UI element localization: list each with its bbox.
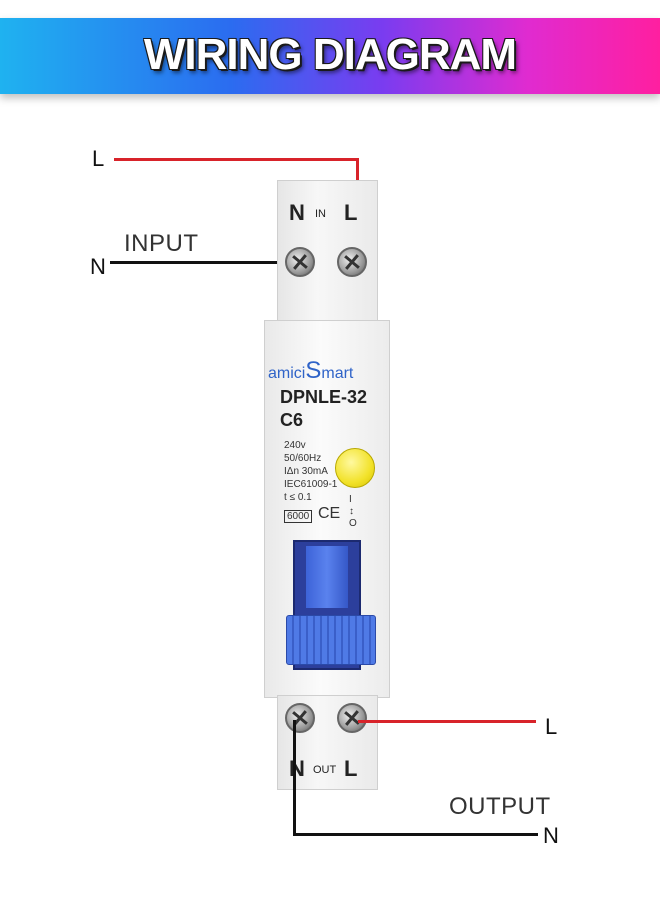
- model-number: DPNLE-32: [280, 387, 368, 407]
- switch-lever[interactable]: [306, 546, 348, 608]
- banner-title: WIRING DIAGRAM: [143, 30, 517, 79]
- top-terminal-l-label: L: [344, 200, 358, 225]
- spec-voltage: 240v: [284, 440, 306, 451]
- input-neutral-label: N: [90, 254, 106, 279]
- on-off-indicator: I ↕ O: [349, 494, 357, 530]
- ce-mark: CE: [318, 505, 341, 522]
- bottom-line-screw: [337, 703, 367, 733]
- bottom-terminal-n-label: N: [289, 756, 305, 781]
- input-neutral-wire: [110, 261, 302, 264]
- brand-s-mark: S: [305, 357, 322, 384]
- input-line-label: L: [92, 146, 105, 171]
- brand-suffix: mart: [321, 365, 354, 382]
- arrow-icon: ↕: [349, 506, 354, 517]
- input-line-wire-horizontal: [114, 158, 359, 161]
- bottom-terminal-out-label: OUT: [313, 764, 337, 776]
- capacity-box: 6000: [284, 510, 313, 523]
- output-neutral-label: N: [543, 823, 559, 848]
- output-line-wire: [358, 720, 536, 723]
- bottom-terminal-l-label: L: [344, 756, 358, 781]
- spec-standard: IEC61009-1: [284, 479, 338, 490]
- input-label: INPUT: [124, 230, 199, 257]
- brand-prefix: amici: [268, 365, 306, 382]
- test-button[interactable]: [335, 448, 375, 488]
- rating: C6: [280, 410, 304, 430]
- output-line-label: L: [545, 714, 558, 739]
- top-terminal-in-label: IN: [315, 208, 326, 220]
- spec-frequency: 50/60Hz: [284, 453, 322, 464]
- title-banner: WIRING DIAGRAM: [0, 18, 660, 94]
- spec-residual-current: IΔn 30mA: [284, 466, 328, 477]
- on-label: I: [349, 494, 352, 505]
- switch-handle[interactable]: [286, 615, 376, 665]
- output-neutral-wire-horizontal: [293, 833, 538, 836]
- top-line-screw: [337, 247, 367, 277]
- spec-trip-time: t ≤ 0.1: [284, 492, 312, 503]
- output-neutral-wire-vertical: [293, 720, 296, 836]
- brand-logo: amiciSmart: [268, 357, 353, 385]
- top-neutral-screw: [285, 247, 315, 277]
- output-label: OUTPUT: [449, 793, 551, 820]
- off-label: O: [349, 518, 357, 529]
- top-terminal-n-label: N: [289, 200, 305, 225]
- bottom-neutral-screw: [285, 703, 315, 733]
